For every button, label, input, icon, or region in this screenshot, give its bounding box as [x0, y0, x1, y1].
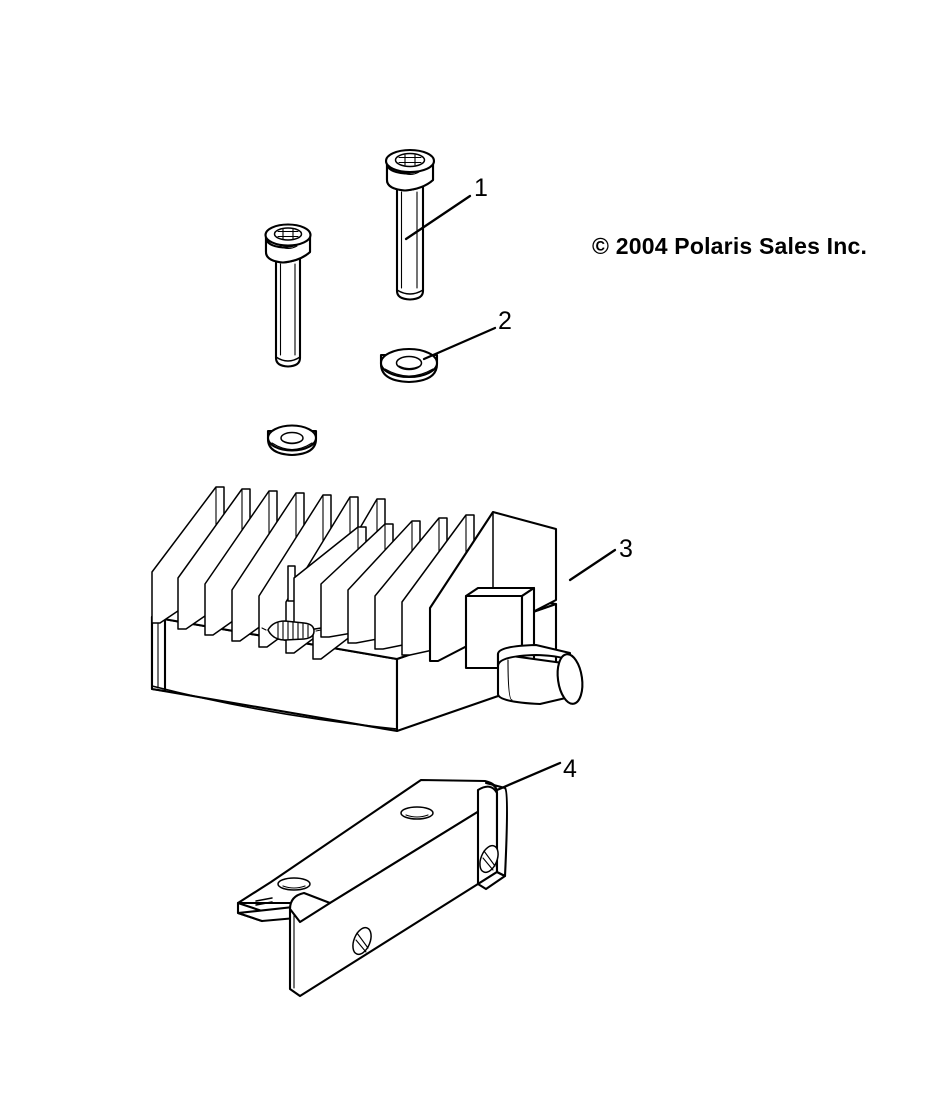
leader-line-4 [495, 761, 562, 792]
washer-bottom-shade-lower [271, 442, 313, 451]
bracket-tab-top-edge [237, 881, 272, 904]
screw-hex-socket-lower [273, 227, 303, 241]
screw-hex-socket-detail-upper [398, 154, 422, 166]
heatsink-crimp-detail [261, 620, 322, 641]
screw-head-shade-lower [279, 245, 298, 250]
callout-label-4: 4 [563, 755, 577, 783]
screw-hex-socket-upper [394, 152, 426, 168]
screw-head-shade-upper [401, 171, 420, 176]
bracket-hole-top-2-shade [282, 885, 306, 889]
bracket-hole-web-left-shade [355, 932, 369, 953]
screw-shank-bottom-upper [396, 289, 424, 295]
leader-line-1 [404, 194, 472, 241]
heatsink-connector-stub-shade [507, 659, 513, 701]
heatsink-base-bottom-edge [151, 685, 398, 730]
screw-shank-shade-lower [279, 263, 296, 356]
callout-label-3: 3 [619, 535, 633, 563]
part-socket-head-cap-screw-lower [264, 223, 312, 368]
heatsink-crimp-body [267, 620, 315, 641]
screw-shank-lower [274, 250, 302, 368]
leader-line-2 [422, 326, 497, 361]
screw-shank-upper [395, 178, 425, 301]
washer-hole-shade-lower [282, 440, 302, 444]
screw-shank-shade-upper [400, 191, 418, 289]
leader-line-3 [568, 548, 617, 582]
washer-hole-upper [395, 355, 423, 371]
part-flat-washer-lower [266, 424, 318, 457]
part-regulator-rectifier [150, 486, 584, 733]
bracket-hole-top-1-shade [405, 814, 429, 818]
bracket-hole-web-right-shade [482, 850, 496, 871]
heatsink-fin-group-front [287, 510, 558, 663]
screw-head-skirt-lower [264, 235, 312, 264]
screw-hex-socket-detail-lower [277, 228, 299, 240]
heatsink-crimp-ribs [277, 621, 309, 640]
bracket-bend-left [288, 891, 332, 924]
heatsink-crimp-leads [261, 627, 322, 632]
part-socket-head-cap-screw-upper [384, 148, 436, 301]
bracket-right-edge-face [484, 781, 509, 878]
callout-label-1: 1 [474, 174, 488, 202]
washer-hole-shade-upper [398, 365, 421, 370]
part-flat-washer-upper [379, 347, 439, 384]
bracket-tab-slot-mark [255, 897, 273, 906]
bracket-web-bottom [289, 988, 301, 997]
heatsink-connector-stub-endcap [556, 653, 584, 705]
washer-bottom-shade-upper [384, 368, 434, 377]
copyright-notice: © 2004 Polaris Sales Inc. [592, 233, 868, 259]
callout-label-2: 2 [498, 307, 512, 335]
screw-shank-bottom-lower [275, 356, 301, 362]
screw-head-skirt-upper [385, 161, 435, 192]
heatsink-connector-stub-body [496, 652, 572, 706]
part-mounting-bracket [236, 778, 509, 998]
